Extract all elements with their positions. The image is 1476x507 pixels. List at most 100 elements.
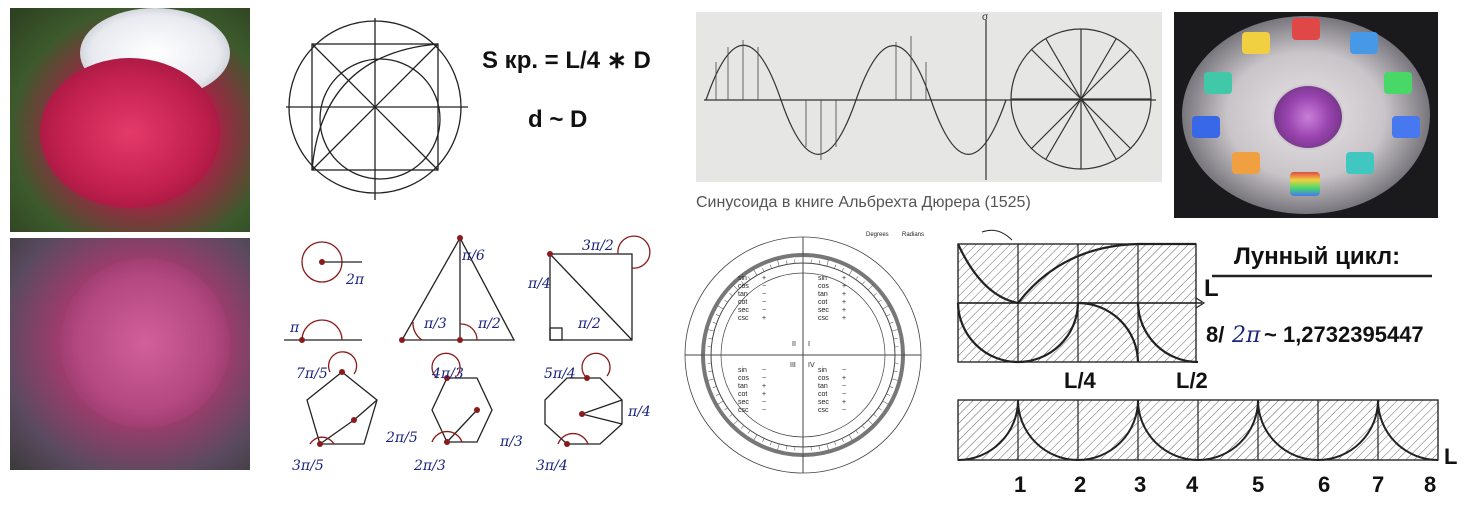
degree-tick [752,268,758,276]
spinner-photo [1174,12,1438,218]
degree-tick [834,441,837,446]
trig-sign-q2-csc: + [762,315,766,322]
quadrant-I-label: I [808,341,810,348]
quadrant-III-label: III [790,362,796,369]
trig-sign-q4-tan: − [842,383,846,390]
trig-fn-q4-tan: tan [818,383,828,390]
degree-tick [747,276,751,280]
degree-tick [867,284,874,291]
angle-5pi4-label: 5π/4 [544,366,576,382]
trig-sign-q1-csc: + [842,315,846,322]
trig-sign-q2-sin: + [762,275,766,282]
angle-7pi5-label: 7π/5 [296,366,328,382]
lunar-title: Лунный цикл: [1234,243,1400,270]
degree-tick [855,430,859,434]
trig-fn-q1-cos: cos [818,283,829,290]
degree-tick [841,438,844,443]
quadrant-II-label: II [792,341,796,348]
degree-tick [747,430,751,434]
trig-fn-q3-cos: cos [738,375,749,382]
degree-tick [724,407,728,411]
degree-tick [712,386,717,389]
angle-hex-pi3-label: π/3 [499,434,523,450]
trig-sign-q2-tan: − [762,291,766,298]
spinner-light-rainbow [1290,172,1320,196]
trig-sign-q2-sec: − [762,307,766,314]
degree-tick [786,445,788,450]
degree-tick [708,370,713,372]
cycle-number-7: 7 [1372,472,1384,497]
cycle-number-3: 3 [1134,472,1146,497]
degree-tick [724,299,728,303]
cycle-number-5: 5 [1252,472,1264,497]
degree-tick [729,413,733,417]
rose-photo-bottom [10,238,250,470]
degree-tick [741,425,745,429]
angle-3pi2-label: 3π/2 [582,238,614,254]
degree-tick [769,264,772,269]
angle-pi6-label: π/6 [461,248,485,264]
circle-square-diagram [286,18,468,200]
formula-area: S кр. = L/4 ∗ D [482,47,651,74]
trig-sign-q3-csc: − [762,407,766,414]
degree-tick [712,321,717,324]
degree-tick [715,314,720,317]
trig-sign-q3-tan: + [762,383,766,390]
degree-tick [762,438,765,443]
trig-fn-q3-tan: tan [738,383,748,390]
degree-tick [776,443,780,452]
angle-square-pi2-label: π/2 [577,316,601,332]
degree-tick [893,370,898,372]
trig-fn-q2-csc: csc [738,315,749,322]
label-L2: L/2 [1176,368,1208,393]
degree-tick [889,321,894,324]
trig-fn-q4-sin: sin [818,367,827,374]
degree-tick [818,260,820,265]
degree-tick [867,419,874,426]
trig-fn-q2-cot: cot [738,299,747,306]
trig-sign-q4-cot: − [842,391,846,398]
degree-tick [848,268,854,276]
angle-3pi4-label: 3π/4 [536,458,568,472]
trig-fn-q4-sec: sec [818,399,829,406]
trig-fn-q3-sin: sin [738,367,747,374]
degree-tick [762,267,765,272]
trig-sign-q1-cos: + [842,283,846,290]
ratio-prefix: 8/ [1206,322,1224,347]
degree-tick [834,264,837,269]
degree-tick [826,443,830,452]
trig-sign-q3-sec: − [762,399,766,406]
spinner-center [1272,84,1344,150]
trig-unit-circle: I II III IV Degrees Radians sin+cos−tan−… [684,232,924,474]
angle-pi-label: π [289,320,300,336]
trig-sign-q4-csc: − [842,407,846,414]
spinner-light-blue [1350,32,1378,54]
label-radians: Radians [902,232,924,238]
trig-sign-q3-cos: − [762,375,766,382]
degree-tick [708,338,713,340]
degree-tick [716,400,724,406]
degree-tick [706,378,715,382]
ratio-value: ~ 1,2732395447 [1264,322,1424,347]
angle-pi3-label: π/3 [423,316,447,332]
degree-tick [891,328,900,332]
durer-sinusoid-drawing: σ [696,12,1162,182]
degree-tick [893,338,898,340]
trig-fn-q1-cot: cot [818,299,827,306]
angle-2pi3-label: 2π/3 [413,458,446,472]
trig-fn-q4-csc: csc [818,407,829,414]
degree-tick [752,434,758,442]
angle-2pi-label: 2π [345,272,365,288]
spinner-light-blue-2 [1192,116,1220,138]
trig-fn-q1-sin: sin [818,275,827,282]
degree-tick [716,304,724,310]
degree-tick [873,413,877,417]
degree-tick [769,441,772,446]
cycle-number-4: 4 [1186,472,1199,497]
label-degrees: Degrees [866,232,889,238]
trig-sign-q1-cot: + [842,299,846,306]
label-L4: L/4 [1064,368,1097,393]
degree-tick [786,260,788,265]
degree-tick [818,445,820,450]
cycle-number-6: 6 [1318,472,1330,497]
